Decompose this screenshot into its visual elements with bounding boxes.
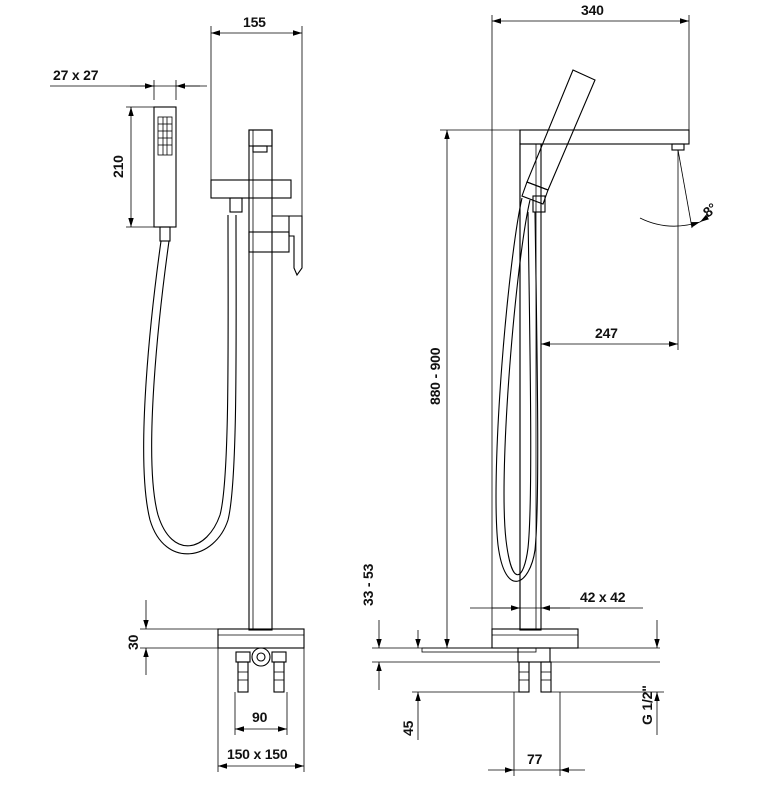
base — [217, 628, 305, 693]
front-hand-shower — [521, 69, 596, 205]
handset-length-label: 210 — [110, 155, 126, 178]
dim-thread: G 1/2" — [551, 620, 664, 735]
dim-spout-angle: 8° — [639, 149, 720, 229]
dim-height-range: 880 - 900 — [427, 129, 520, 649]
spout-angle-label: 8° — [700, 200, 720, 221]
dim-floor-clearance: 33 - 53 — [360, 563, 660, 690]
hand-shower — [153, 106, 177, 242]
front-view: 340 880 - 900 247 8° — [360, 2, 720, 776]
base-size-label: 150 x 150 — [227, 746, 288, 762]
height-range-label: 880 - 900 — [427, 347, 443, 405]
dim-base-height: 30 — [125, 600, 218, 675]
dim-inlet-spacing: 90 — [234, 692, 288, 735]
thread-label: G 1/2" — [639, 685, 655, 725]
front-column — [519, 143, 546, 631]
front-base — [421, 628, 579, 693]
handset-section-label: 27 x 27 — [53, 67, 99, 83]
dim-side-depth: 155 — [210, 14, 303, 216]
column — [210, 129, 303, 631]
inlet-offset-label: 77 — [527, 751, 543, 767]
inlet-spacing-label: 90 — [252, 709, 268, 725]
dim-connector-length: 45 — [400, 630, 520, 740]
hose — [143, 214, 237, 555]
side-view: 27 x 27 210 155 30 — [50, 14, 305, 772]
front-hose — [495, 197, 539, 582]
dim-spout-reach: 247 — [541, 150, 679, 350]
width-total-label: 340 — [581, 2, 604, 18]
side-depth-label: 155 — [243, 14, 266, 30]
dim-handset-length: 210 — [110, 106, 160, 228]
connector-length-label: 45 — [400, 720, 416, 736]
base-height-label: 30 — [125, 634, 141, 650]
dim-inlet-offset: 77 — [488, 692, 585, 776]
dim-width-total: 340 — [491, 2, 690, 629]
floor-clearance-label: 33 - 53 — [360, 563, 376, 606]
column-section-label: 42 x 42 — [580, 589, 626, 605]
spout-reach-label: 247 — [595, 325, 618, 341]
dim-column-section: 42 x 42 — [470, 589, 643, 611]
dim-base-size: 150 x 150 — [217, 648, 305, 772]
dim-handset-section: 27 x 27 — [50, 67, 207, 100]
